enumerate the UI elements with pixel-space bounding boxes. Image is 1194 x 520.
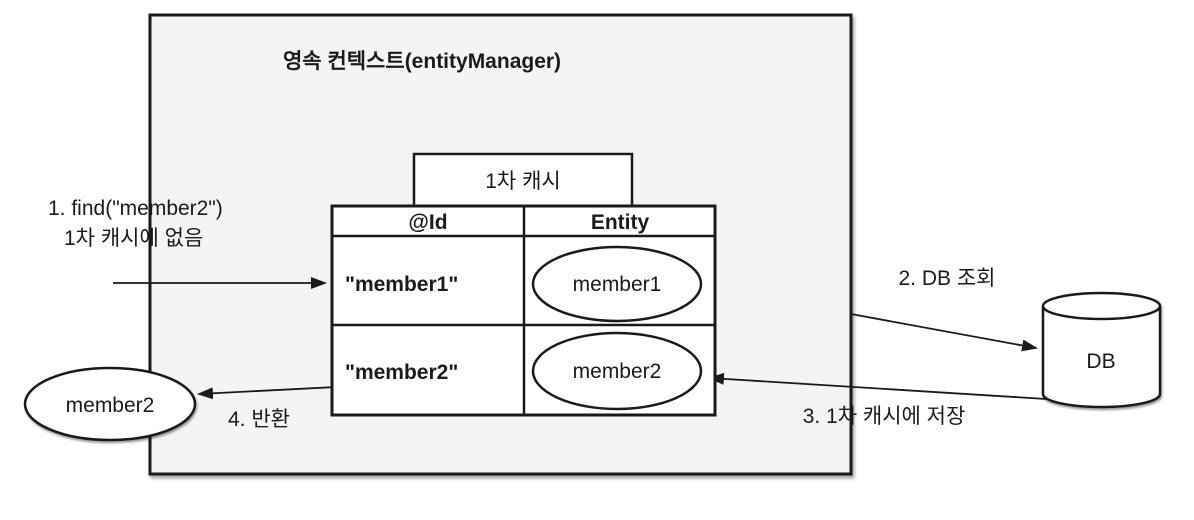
- table-header-entity: Entity: [591, 211, 650, 234]
- returned-entity-label: member2: [66, 394, 155, 417]
- returned-entity-ellipse: [23, 366, 197, 442]
- row2-id-cell: "member2": [345, 361, 458, 384]
- step2-db-query-label: 2. DB 조회: [899, 267, 996, 290]
- first-level-cache-rect: [412, 152, 634, 209]
- table-header-id: @Id: [408, 211, 447, 234]
- row1-entity-ellipse: [531, 245, 703, 323]
- database-cylinder: DB: [1041, 291, 1162, 409]
- first-level-cache-tag: 1차 캐시: [412, 152, 634, 209]
- table-row: "member2" member2: [345, 331, 703, 411]
- step4-return-label: 4. 반환: [228, 408, 290, 431]
- database-body: [1041, 306, 1162, 409]
- step3-store-in-cache-label: 3. 1차 캐시에 저장: [803, 405, 966, 428]
- first-level-cache-label: 1차 캐시: [485, 170, 560, 193]
- database-top: [1041, 291, 1162, 321]
- returned-entity: member2: [23, 366, 197, 442]
- row2-entity-ellipse: [531, 331, 703, 411]
- row1-entity-label: member1: [573, 273, 662, 296]
- db-query-arrow: [850, 313, 1038, 352]
- step1-find-label-line1: 1. find("member2"): [48, 197, 223, 220]
- persistence-context-title: 영속 컨텍스트(entityManager): [283, 50, 561, 73]
- database-label: DB: [1086, 350, 1115, 373]
- cache-table: @Id Entity "member1" member1 "member2" m…: [330, 204, 717, 417]
- step1-find-label-line2: 1차 캐시에 없음: [64, 227, 203, 250]
- row2-entity-label: member2: [573, 360, 662, 383]
- store-in-cache-arrow: [708, 372, 1047, 400]
- row1-id-cell: "member1": [345, 273, 458, 296]
- table-row: "member1" member1: [345, 245, 703, 323]
- step-labels: 1. find("member2") 1차 캐시에 없음 2. DB 조회 3.…: [48, 197, 996, 431]
